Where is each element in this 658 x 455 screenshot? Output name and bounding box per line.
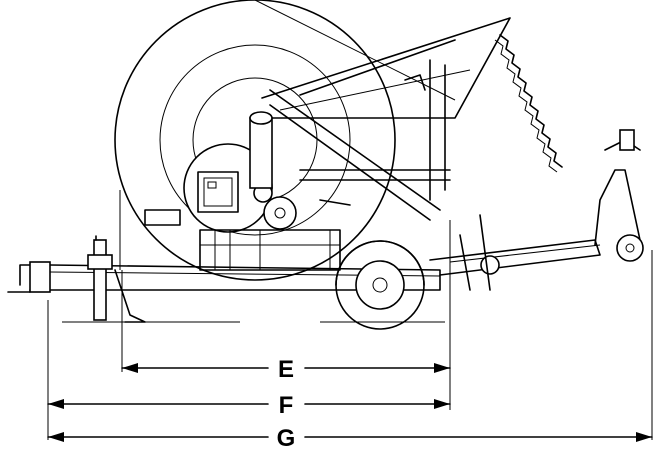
chassis [119,169,451,271]
dimension-e: E [121,356,451,383]
boom-frame [261,17,511,221]
dimension-label-g: G [277,425,296,452]
extension-lines [47,220,653,440]
hose-cart [429,129,644,291]
jack-leg [87,235,146,323]
dimension-g: G [47,425,653,452]
dimension-f: F [47,392,451,419]
hose-drum [114,0,456,281]
gearbox [183,111,297,233]
dimension-label-e: E [278,356,294,383]
dimension-label-f: F [279,392,294,419]
ground-wheel [335,240,425,330]
chain [494,34,563,173]
